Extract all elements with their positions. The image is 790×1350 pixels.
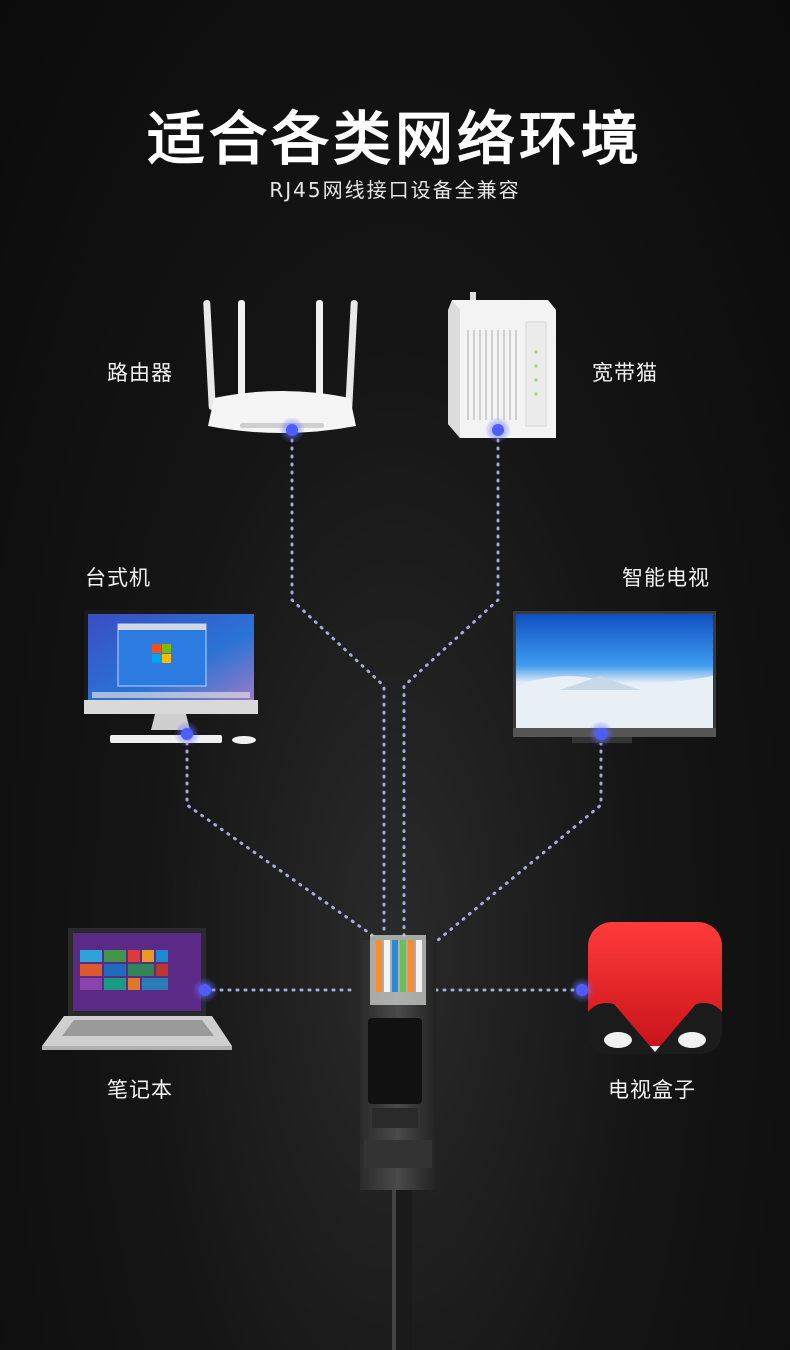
tv-box-icon (588, 922, 722, 1054)
desktop-computer-icon (84, 610, 258, 744)
page-title: 适合各类网络环境 (146, 105, 643, 173)
router-label: 路由器 (107, 361, 173, 385)
page-subtitle: RJ45网线接口设备全兼容 (269, 178, 521, 202)
tv-label: 智能电视 (622, 566, 710, 590)
tvbox-label: 电视盒子 (608, 1078, 696, 1102)
laptop-icon (42, 928, 232, 1050)
modem-label: 宽带猫 (592, 361, 658, 385)
line-router (290, 430, 386, 937)
connection-lines (185, 430, 603, 992)
line-desktop (185, 733, 374, 937)
router-icon (203, 300, 358, 433)
smart-tv-icon (513, 611, 716, 743)
line-modem (402, 430, 500, 937)
line-tv (424, 733, 603, 952)
desktop-label: 台式机 (85, 566, 151, 590)
laptop-label: 笔记本 (107, 1078, 173, 1102)
modem-icon (448, 292, 556, 438)
rj45-plug-icon (360, 935, 436, 1350)
connection-dots (174, 417, 614, 1003)
